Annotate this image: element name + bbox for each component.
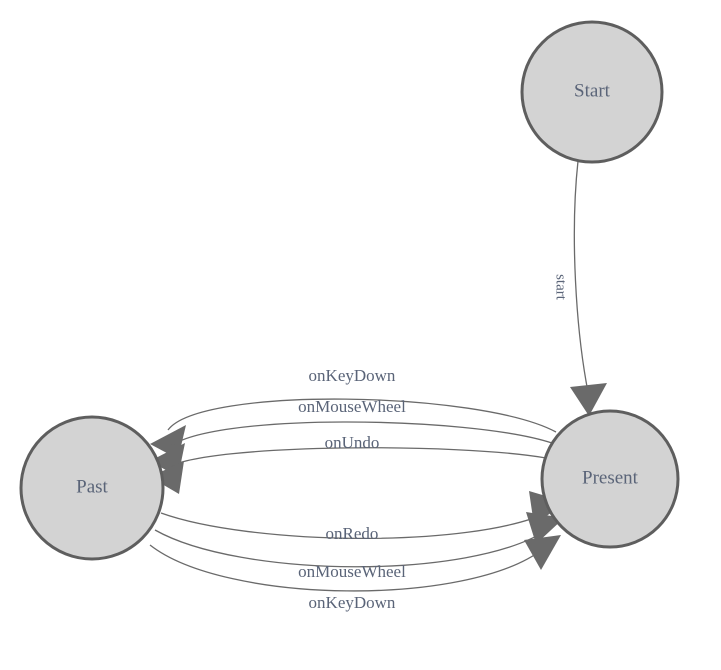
edge-start-to-present[interactable] <box>570 160 607 416</box>
edge-label-past-to-present-onredo: onRedo <box>326 524 379 543</box>
edge-label-start: start <box>553 274 569 301</box>
edge-past-to-present-onmousewheel-path <box>154 529 548 568</box>
node-past-circle <box>19 415 165 561</box>
node-present-circle <box>540 409 680 549</box>
edge-label-past-to-present-onmousewheel: onMouseWheel <box>298 562 406 581</box>
edge-present-to-past-onmousewheel-path <box>166 421 553 450</box>
node-past-label: Past <box>76 476 108 497</box>
node-present-label: Present <box>582 467 639 488</box>
edge-label-present-to-past-onmousewheel: onMouseWheel <box>298 397 406 416</box>
edge-label-present-to-past-onkeydown: onKeyDown <box>309 366 396 385</box>
node-group: Start Past Present <box>19 20 680 561</box>
node-start[interactable]: Start <box>520 20 664 164</box>
edge-past-to-present-onkeydown-path <box>149 544 544 592</box>
node-start-label: Start <box>574 80 611 101</box>
edge-label-group: start onKeyDown onMouseWheel onUndo onRe… <box>298 274 568 612</box>
edge-start-to-present-arrowhead <box>570 383 607 416</box>
edge-present-to-past-onkeydown-path <box>167 398 557 433</box>
edge-group <box>149 160 607 592</box>
edge-label-past-to-present-onkeydown: onKeyDown <box>309 593 396 612</box>
edge-start-to-present-path <box>573 160 589 393</box>
node-past[interactable]: Past <box>19 415 165 561</box>
edge-present-to-past-onundo-path <box>165 447 547 469</box>
node-present[interactable]: Present <box>540 409 680 549</box>
node-start-circle <box>520 20 664 164</box>
edge-past-to-present-onkeydown-arrowhead <box>524 535 561 570</box>
edge-present-to-past-onundo[interactable] <box>150 447 547 494</box>
edge-past-to-present-onkeydown[interactable] <box>149 535 561 592</box>
edge-present-to-past-onundo-arrowhead <box>150 461 184 494</box>
edge-past-to-present-onredo-path <box>160 511 550 540</box>
edge-label-present-to-past-onundo: onUndo <box>325 433 380 452</box>
